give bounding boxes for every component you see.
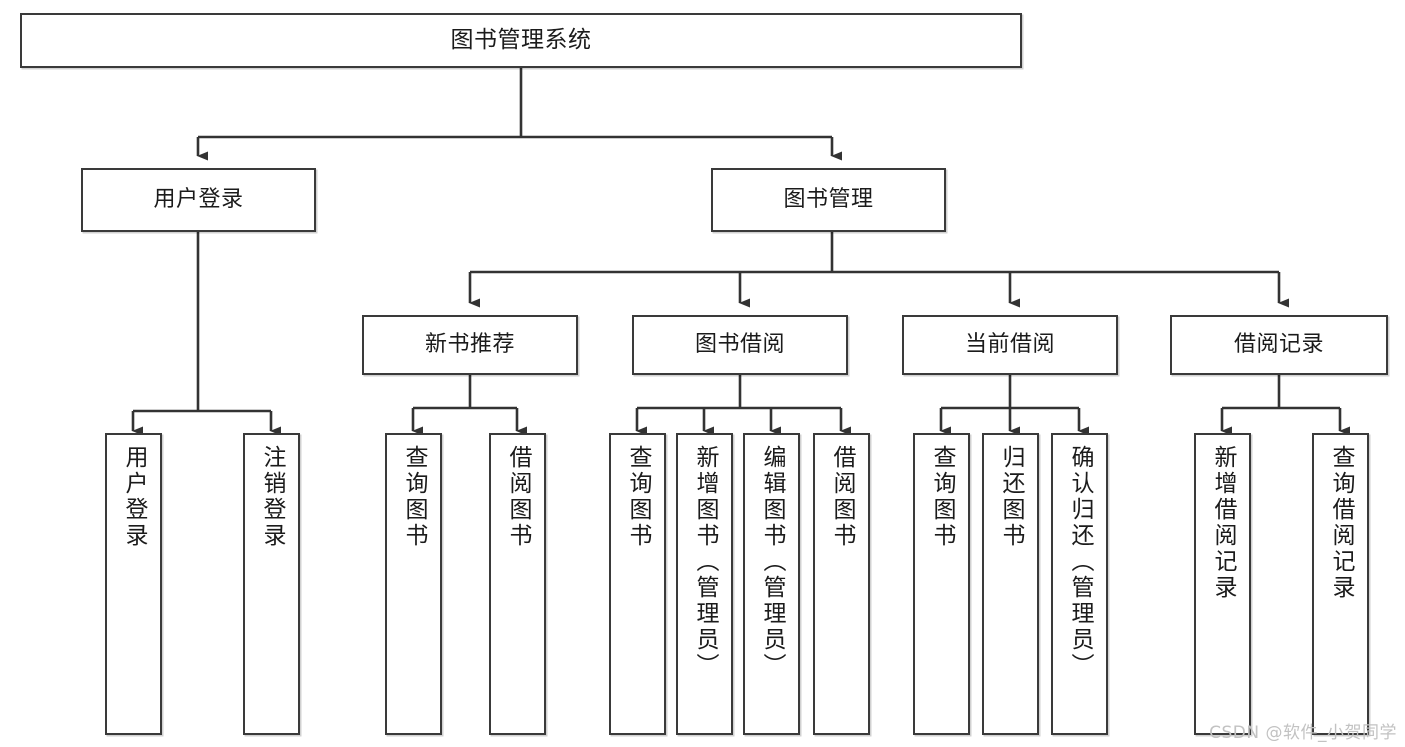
leaf-borrow-query-book[interactable]: 查询图书 [609,433,666,735]
node-label: 借阅图书 [505,445,531,549]
node-label: 借阅图书 [829,445,855,549]
watermark: CSDN @软件_小贺同学 [1209,723,1397,743]
leaf-user-login[interactable]: 用户登录 [105,433,162,735]
node-book-management[interactable]: 图书管理 [711,168,946,232]
node-label: 编辑图书（管理员） [759,445,785,679]
node-label: 查询图书 [929,445,955,549]
node-label: 图书管理 [783,187,874,213]
leaf-borrow-edit-book-admin[interactable]: 编辑图书（管理员） [743,433,800,735]
node-borrow-record[interactable]: 借阅记录 [1170,315,1388,375]
node-label: 借阅记录 [1233,332,1324,358]
node-label: 新增借阅记录 [1210,445,1236,601]
node-book-borrow[interactable]: 图书借阅 [632,315,848,375]
node-label: 查询图书 [625,445,651,549]
node-label: 查询图书 [401,445,427,549]
node-label: 用户登录 [121,445,147,549]
node-label: 用户登录 [153,187,244,213]
node-new-book-recommend[interactable]: 新书推荐 [362,315,578,375]
node-label: 新书推荐 [424,332,515,358]
leaf-borrow-borrow-book[interactable]: 借阅图书 [813,433,870,735]
leaf-user-logout[interactable]: 注销登录 [243,433,300,735]
node-label: 确认归还（管理员） [1067,445,1093,679]
leaf-newbook-borrow-book[interactable]: 借阅图书 [489,433,546,735]
leaf-newbook-query-book[interactable]: 查询图书 [385,433,442,735]
node-label: 图书借阅 [694,332,785,358]
node-label: 查询借阅记录 [1328,445,1354,601]
node-user-login[interactable]: 用户登录 [81,168,316,232]
leaf-current-return-book[interactable]: 归还图书 [982,433,1039,735]
node-label: 新增图书（管理员） [692,445,718,679]
leaf-record-add-record[interactable]: 新增借阅记录 [1194,433,1251,735]
leaf-current-query-book[interactable]: 查询图书 [913,433,970,735]
leaf-borrow-add-book-admin[interactable]: 新增图书（管理员） [676,433,733,735]
node-label: 当前借阅 [964,332,1055,358]
node-current-borrow[interactable]: 当前借阅 [902,315,1118,375]
node-label: 图书管理系统 [450,27,592,54]
leaf-record-query-record[interactable]: 查询借阅记录 [1312,433,1369,735]
node-label: 注销登录 [259,445,285,549]
node-root-system[interactable]: 图书管理系统 [20,13,1022,68]
node-label: 归还图书 [998,445,1024,549]
leaf-current-confirm-return-admin[interactable]: 确认归还（管理员） [1051,433,1108,735]
